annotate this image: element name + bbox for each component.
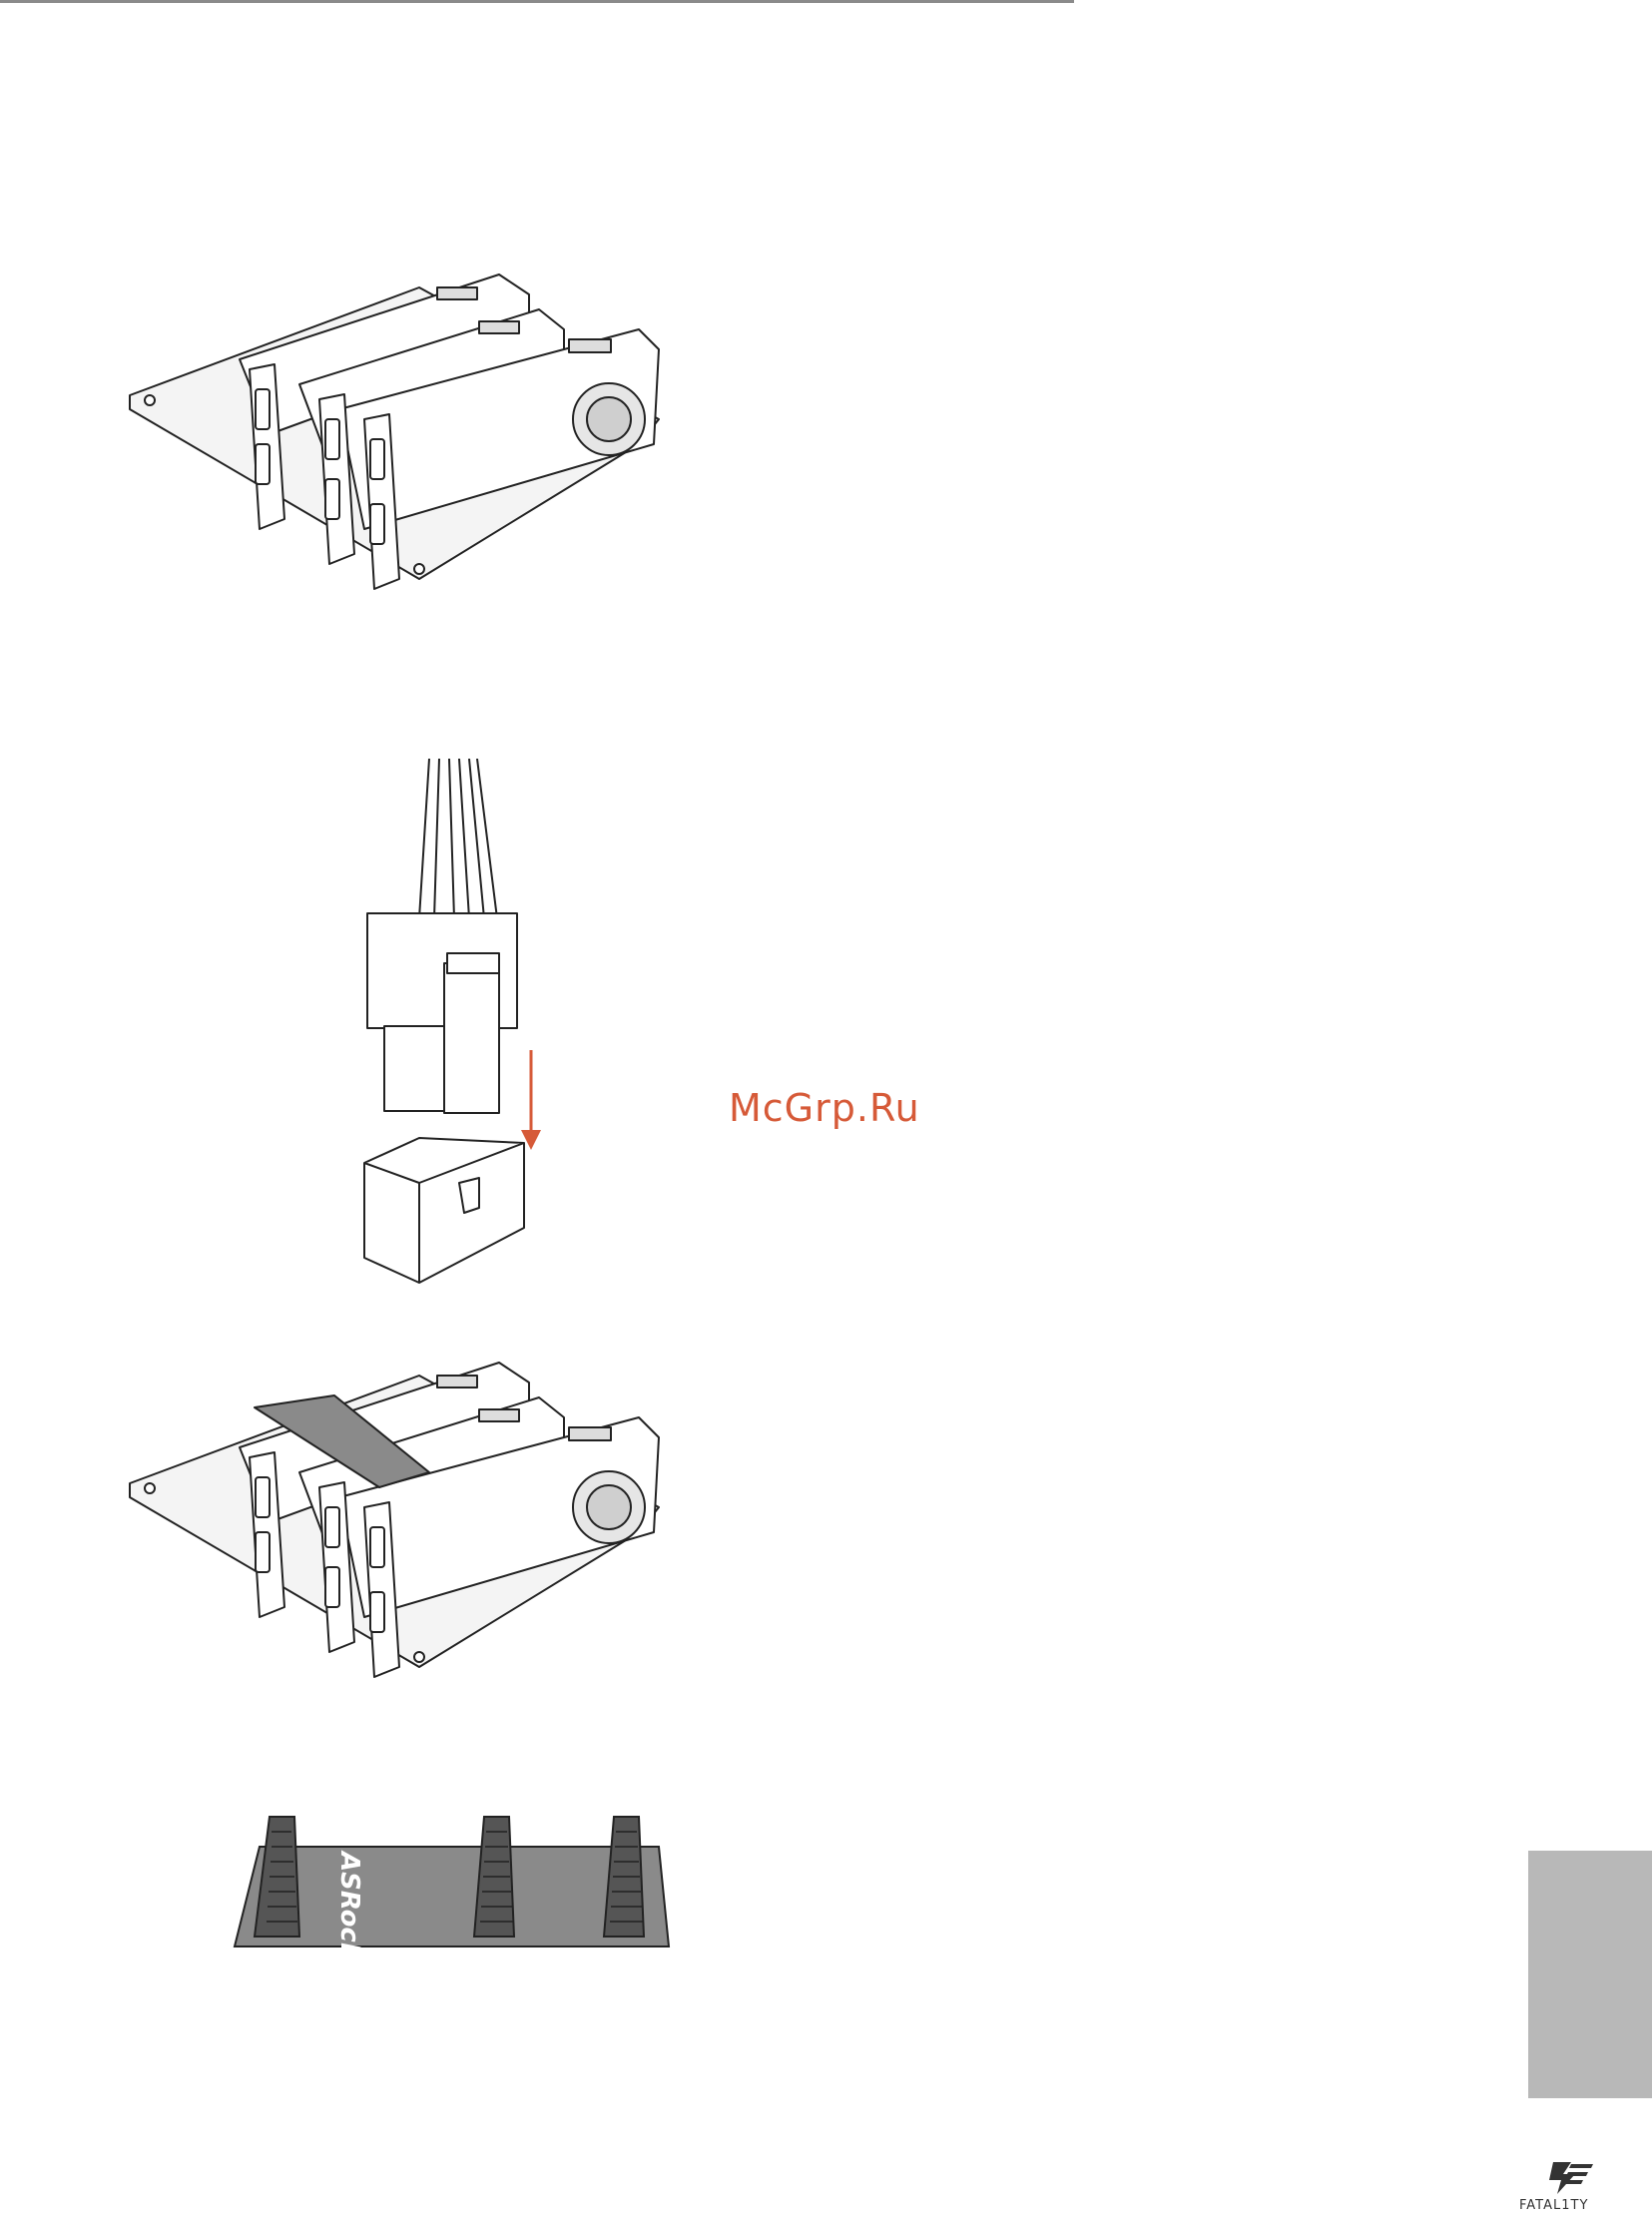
sli-bridge-connector-figure: ASRock [230,1807,679,1956]
top-rule [0,0,1074,3]
fatal1ty-logo-text: FATAL1TY [1519,2198,1588,2213]
watermark-text: McGrp.Ru [729,1086,920,1130]
power-connector-figure [359,759,559,1298]
three-cards-with-bridge-figure [120,1358,679,1687]
three-graphics-cards-figure [120,270,679,599]
bridge-brand-label: ASRock [334,1850,364,1956]
side-tab [1528,1851,1652,2098]
